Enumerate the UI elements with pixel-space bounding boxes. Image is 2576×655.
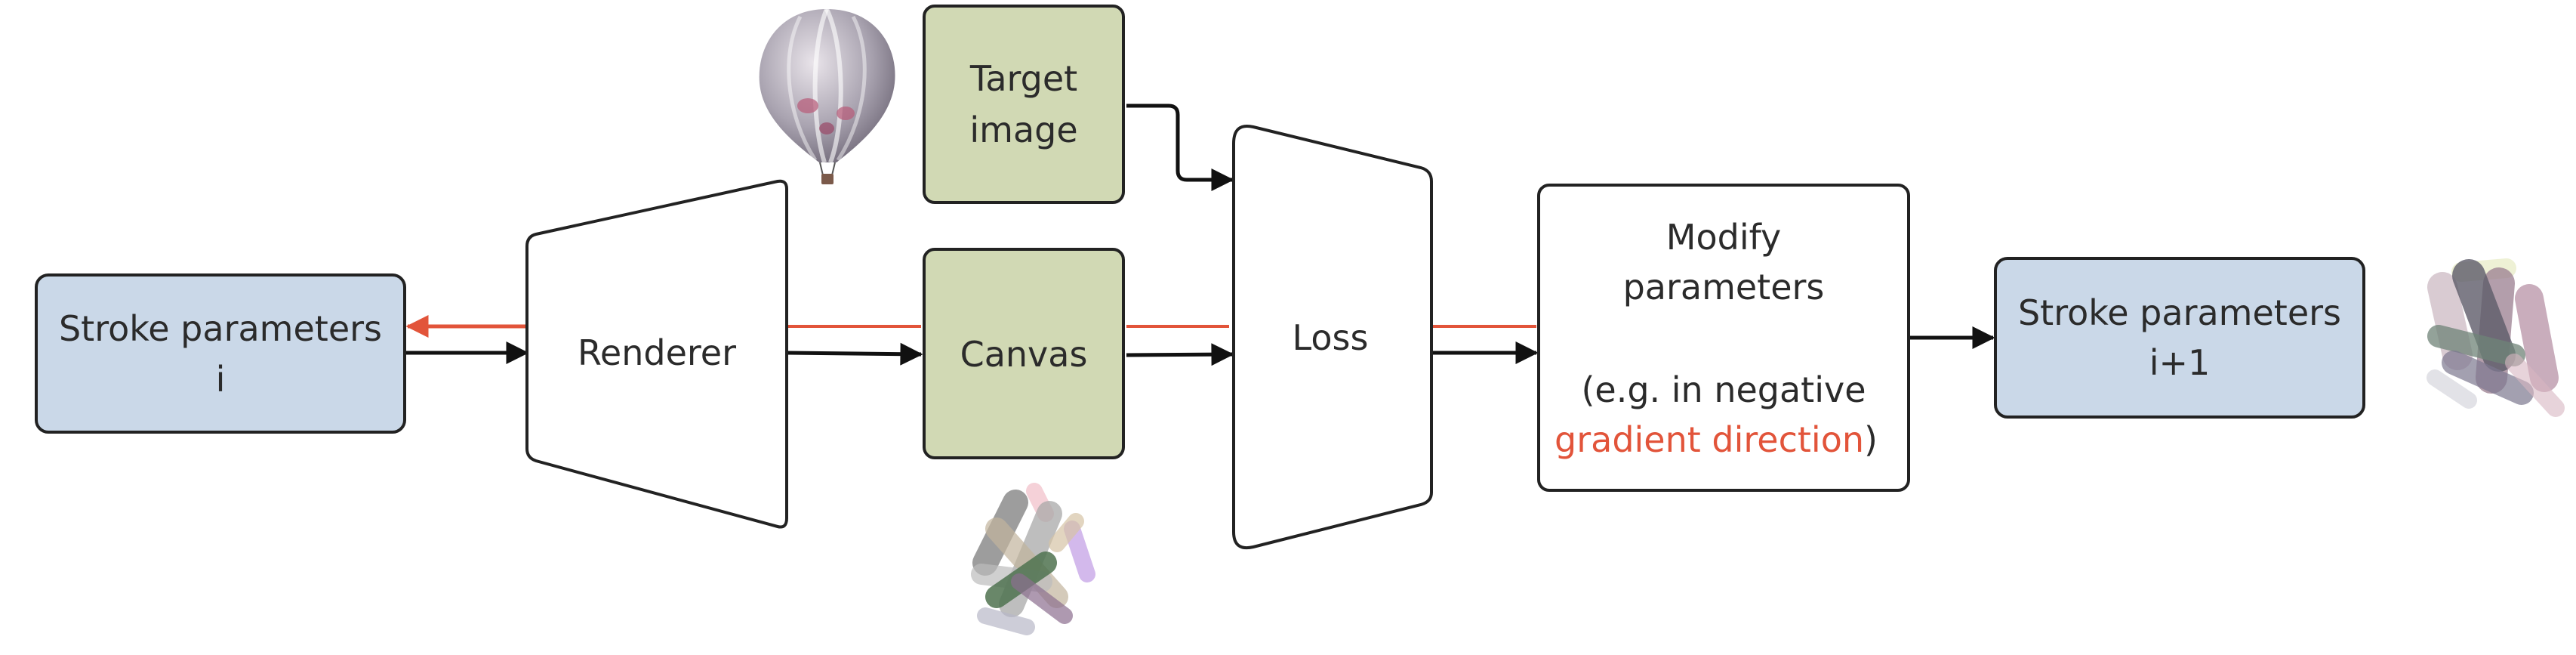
canvas-node: Canvas [923, 248, 1125, 459]
stroke-params-next-line2: i+1 [2149, 342, 2211, 383]
target-image-line2: image [969, 110, 1077, 150]
modify-params-node: Modify parameters (e.g. in negative grad… [1537, 184, 1910, 492]
modify-params-box [1537, 184, 1910, 492]
modify-params-line4-tail: ) [1864, 419, 1878, 460]
hot-air-balloon-icon [759, 8, 895, 184]
arrow-canvas-loss [1126, 343, 1234, 366]
loss-label: Loss [1293, 317, 1369, 358]
canvas-label: Canvas [960, 334, 1088, 375]
forward-path [405, 104, 1995, 366]
loss-shape [1232, 125, 1433, 549]
stroke-params-i-line2: i [216, 359, 226, 400]
stroke-params-next-box [1994, 257, 2365, 419]
gradient-direction-highlight: gradient direction [1555, 419, 1864, 460]
stroke-params-next-node: Stroke parameters i+1 [1994, 257, 2365, 419]
renderer-label: Renderer [578, 332, 736, 373]
stroke-pile-icon [971, 483, 1095, 635]
target-image-box [923, 5, 1125, 204]
stroke-params-next-line1: Stroke parameters [2018, 292, 2341, 333]
stroke-pile-icon-next [2427, 258, 2565, 417]
target-image-line1: Target [969, 58, 1077, 99]
renderer-shape [525, 179, 788, 529]
renderer-node: Renderer [525, 179, 788, 529]
loss-node: Loss [1232, 125, 1433, 549]
stroke-params-i-node: Stroke parameters i [35, 273, 406, 434]
stroke-params-i-box [35, 273, 406, 434]
stroke-params-i-line1: Stroke parameters [59, 308, 382, 349]
modify-params-line3: (e.g. in negative [1581, 369, 1866, 410]
canvas-box [923, 248, 1125, 459]
target-image-node: Target image [923, 5, 1125, 204]
arrow-renderer-canvas [786, 342, 923, 366]
modify-params-line2: parameters [1623, 267, 1825, 307]
modify-params-line1: Modify [1666, 217, 1781, 258]
arrow-target-loss [1126, 104, 1234, 191]
modify-params-line4: gradient direction) [1555, 419, 1878, 460]
